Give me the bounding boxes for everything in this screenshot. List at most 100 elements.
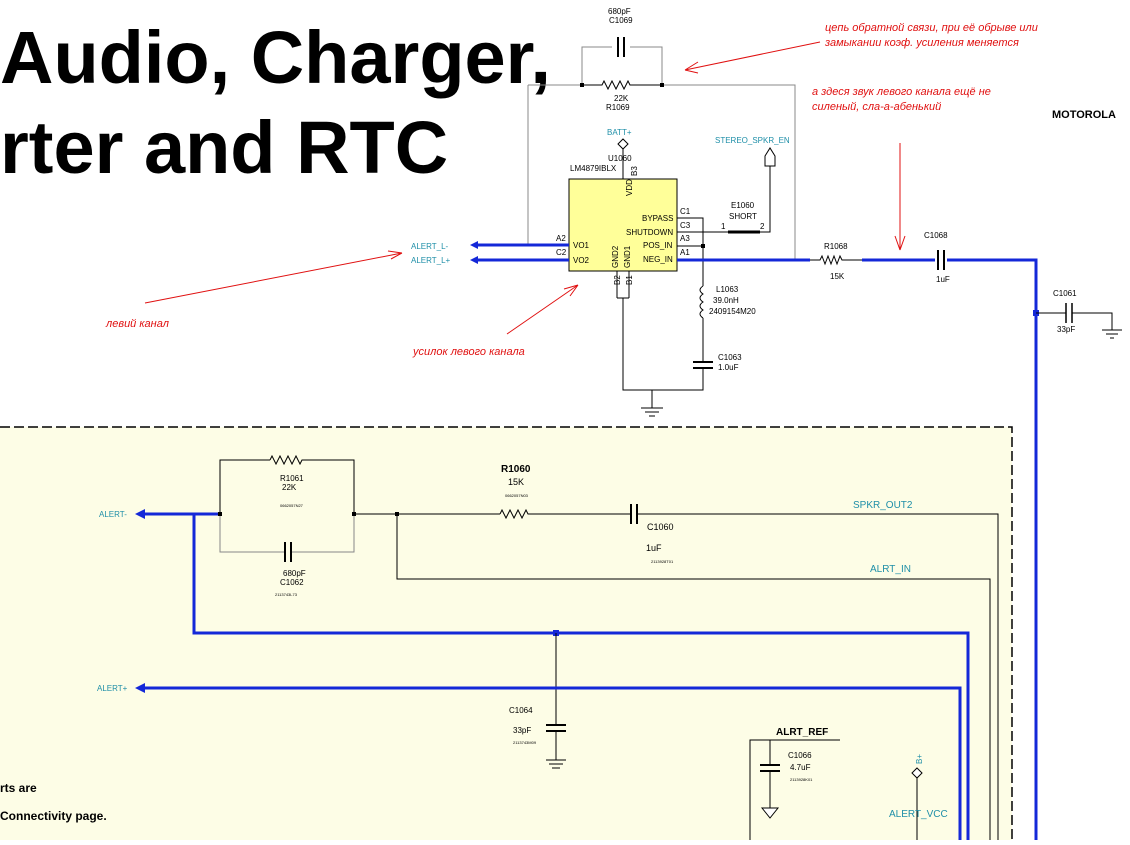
l1063-value: 39.0nH <box>713 296 739 305</box>
c1064-value: 33pF <box>513 726 531 735</box>
annotation-arrow <box>684 41 821 74</box>
c1062-value: 680pF <box>283 569 306 578</box>
junction-dot <box>218 512 222 516</box>
annotation-arrow <box>144 250 403 304</box>
pin-vo2: VO2 <box>573 256 590 265</box>
c1061-capacitor <box>1065 303 1073 323</box>
c1068-ref: C1068 <box>924 231 948 240</box>
ground-symbol <box>546 759 566 769</box>
amplifier-chip <box>568 178 678 272</box>
junction-dot <box>580 83 584 87</box>
pin-a1: A1 <box>680 248 690 257</box>
r1069-value: 22K <box>614 94 629 103</box>
alrt-in-net-label: ALRT_IN <box>870 564 911 575</box>
ground-symbol <box>641 407 663 417</box>
r1060-part: 0662057N03 <box>505 493 529 498</box>
annotation-arrow <box>506 284 579 335</box>
pin-vo1: VO1 <box>573 241 590 250</box>
r1068-resistor <box>810 254 862 266</box>
pin-pos-in: POS_IN <box>643 241 673 250</box>
pin-c1: C1 <box>680 207 691 216</box>
c1066-capacitor <box>760 764 780 772</box>
bypass-wire <box>677 217 704 286</box>
c1069-ref: C1069 <box>609 16 633 25</box>
alert-vcc-net-label: ALERT_VCC <box>889 809 948 820</box>
pin-a3: A3 <box>680 234 690 243</box>
note-line2: Connectivity page. <box>0 809 107 823</box>
c1063-capacitor <box>693 361 713 369</box>
c1063-ref: C1063 <box>718 353 742 362</box>
sub-block-border <box>0 426 1013 840</box>
annotation-arrow <box>894 143 906 251</box>
c1069-capacitor <box>617 37 625 57</box>
e1060-pin1: 1 <box>721 222 726 231</box>
r1061-resistor <box>269 454 306 466</box>
alert-l-minus-net-label: ALERT_L- <box>411 242 449 251</box>
sub-block-panel <box>0 427 1012 845</box>
c1062-loop <box>219 514 355 553</box>
sheet-title-line1: Audio, Charger, <box>0 16 551 99</box>
annotation-weak-1: а здеся звук левого канала ещё не <box>812 86 991 98</box>
r1068-ref: R1068 <box>824 242 848 251</box>
alert-plus-bus <box>145 686 962 840</box>
r1061-loop <box>219 459 355 514</box>
alert-l-minus-port <box>470 241 478 249</box>
pin-vdd: VDD <box>625 179 634 196</box>
alrt-ref-wire <box>749 739 840 840</box>
c1066-part: 2113928K01 <box>790 777 813 782</box>
annotation-weak-2: силеный, сла-а-абенький <box>812 101 941 113</box>
r1061-part: 0662057N27 <box>280 503 304 508</box>
c1066-ref: C1066 <box>788 751 812 760</box>
alert-plus-net-label: ALERT+ <box>97 684 128 693</box>
pin-c3: C3 <box>680 221 691 230</box>
alert-l-plus-net-label: ALERT_L+ <box>411 256 451 265</box>
batt-net-label: BATT+ <box>607 128 632 137</box>
feedback-wire <box>527 84 796 260</box>
alrt-in-wire <box>396 514 991 840</box>
l1063-part: 2409154M20 <box>709 307 756 316</box>
pin-b3: B3 <box>630 166 639 176</box>
r1060-value: 15K <box>508 477 524 487</box>
r1060-resistor <box>499 508 630 520</box>
c1060-ref: C1060 <box>647 522 674 532</box>
alrt-ref-net-label: ALRT_REF <box>776 727 828 738</box>
c1063-wire <box>652 318 704 391</box>
alert-minus-port <box>135 509 145 519</box>
brand-label: MOTOROLA <box>1052 109 1116 121</box>
annotation-feedback-1: цепь обратной связи, при её обрыве или <box>825 22 1038 34</box>
e1060-ref: E1060 <box>731 201 755 210</box>
u1060-ref: U1060 <box>608 154 632 163</box>
feedback-cap-loop <box>581 46 663 85</box>
junction-dot <box>701 244 705 248</box>
sheet-title-line2: rter and RTC <box>0 106 448 189</box>
spkr-out2-wire <box>637 513 999 840</box>
c1060-part: 2113928T01 <box>651 559 674 564</box>
l1063-ref: L1063 <box>716 285 739 294</box>
l1063-inductor <box>699 285 704 319</box>
r1060-ref: R1060 <box>501 464 531 475</box>
r1061-value: 22K <box>282 483 297 492</box>
r1069-ref: R1069 <box>606 103 630 112</box>
c1068-value: 1uF <box>936 275 950 284</box>
note-line1: rts are <box>0 781 37 795</box>
c1062-part: 2113743L73 <box>275 592 298 597</box>
c1062-capacitor <box>284 542 292 562</box>
e1060-pin2: 2 <box>760 222 765 231</box>
c1061-wire <box>1036 312 1113 330</box>
stereo-en-net-label: STEREO_SPKR_EN <box>715 136 790 145</box>
c1062-ref: C1062 <box>280 578 304 587</box>
annotation-left-channel: левий канал <box>105 318 169 330</box>
c1061-ref: C1061 <box>1053 289 1077 298</box>
c1063-value: 1.0uF <box>718 363 739 372</box>
chip-gnd-wire <box>616 271 653 408</box>
stereo-en-wire <box>760 166 771 233</box>
e1060-value: SHORT <box>729 212 757 221</box>
c1064-capacitor <box>546 724 566 732</box>
ground-symbol <box>1102 329 1122 339</box>
c1064-ref: C1064 <box>509 706 533 715</box>
pin-neg-in: NEG_IN <box>643 255 673 264</box>
alert-plus-port <box>135 683 145 693</box>
alert-minus-net-label: ALERT- <box>99 510 127 519</box>
